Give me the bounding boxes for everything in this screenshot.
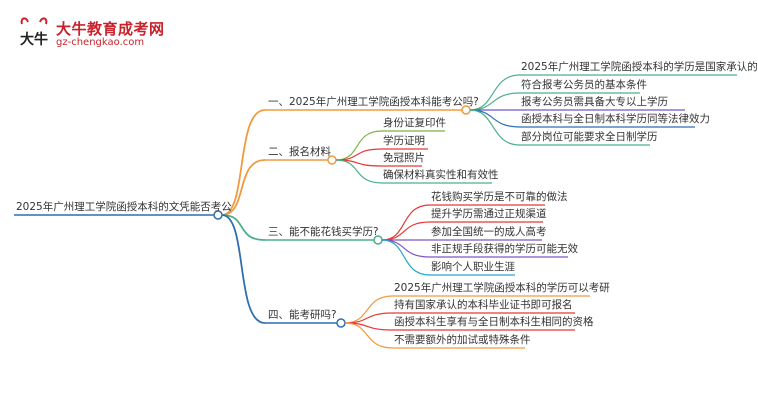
- leaf-connector-3-2: [381, 221, 431, 241]
- leaf-topic-3-5: 影响个人职业生涯: [431, 261, 515, 273]
- branch-topic-2: 二、报名材料: [268, 146, 331, 158]
- leaf-connector-3-5: [381, 239, 431, 276]
- leaf-topic-4-3: 函授本科生享有与全日制本科生相同的资格: [394, 316, 594, 328]
- leaf-topic-4-4: 不需要额外的加试或特殊条件: [394, 334, 531, 346]
- leaf-topic-1-2: 符合报考公务员的基本条件: [521, 79, 647, 91]
- branch-connector-3: [221, 214, 266, 241]
- leaf-topic-2-1: 身份证复印件: [383, 117, 446, 129]
- leaf-topic-4-1: 2025年广州理工学院函授本科的学历可以考研: [394, 282, 610, 294]
- leaf-connector-1-5: [469, 109, 521, 146]
- bull-logo-icon: 大牛: [20, 17, 48, 48]
- branch-connector-2: [221, 159, 266, 216]
- leaf-connector-4-2: [344, 312, 394, 324]
- site-title: 大牛教育成考网: [56, 20, 165, 38]
- branch-node-4: [336, 318, 346, 328]
- site-logo[interactable]: 大牛 大牛教育成考网 gz-chengkao.com: [16, 14, 196, 54]
- leaf-topic-3-2: 提升学历需通过正规渠道: [431, 208, 547, 220]
- site-url: gz-chengkao.com: [56, 37, 145, 48]
- leaf-topic-1-5: 部分岗位可能要求全日制学历: [521, 131, 658, 143]
- leaf-connector-2-2: [335, 148, 383, 161]
- leaf-connector-3-4: [381, 239, 431, 258]
- root-topic: 2025年广州理工学院函授本科的文凭能否考公: [16, 201, 232, 213]
- leaf-connector-4-4: [344, 322, 394, 349]
- leaf-connector-4-1: [344, 295, 394, 324]
- leaf-topic-3-4: 非正规手段获得的学历可能无效: [431, 243, 578, 255]
- branch-topic-1: 一、2025年广州理工学院函授本科能考公吗?: [268, 96, 479, 108]
- leaf-connector-2-1: [335, 130, 383, 161]
- leaf-connector-1-4: [469, 109, 521, 128]
- branch-connector-4: [221, 214, 266, 324]
- branch-connector-1: [221, 109, 266, 216]
- leaf-topic-4-2: 持有国家承认的本科毕业证书即可报名: [394, 299, 573, 311]
- leaf-topic-2-3: 免冠照片: [383, 152, 425, 164]
- leaf-topic-1-3: 报考公务员需具备大专以上学历: [521, 96, 668, 108]
- leaf-topic-2-2: 学历证明: [383, 135, 425, 147]
- branch-topic-3: 三、能不能花钱买学历?: [268, 226, 379, 238]
- leaf-topic-1-1: 2025年广州理工学院函授本科的学历是国家承认的: [521, 61, 758, 73]
- leaf-topic-3-1: 花钱购买学历是不可靠的做法: [431, 191, 568, 203]
- branch-topic-4: 四、能考研吗?: [268, 309, 337, 321]
- leaf-topic-1-4: 函授本科与全日制本科学历同等法律效力: [521, 113, 710, 125]
- leaf-topic-3-3: 参加全国统一的成人高考: [431, 226, 547, 238]
- leaf-topic-2-4: 确保材料真实性和有效性: [383, 169, 499, 181]
- leaf-connector-2-4: [335, 159, 383, 184]
- logo-mark-text: 大牛: [20, 31, 48, 48]
